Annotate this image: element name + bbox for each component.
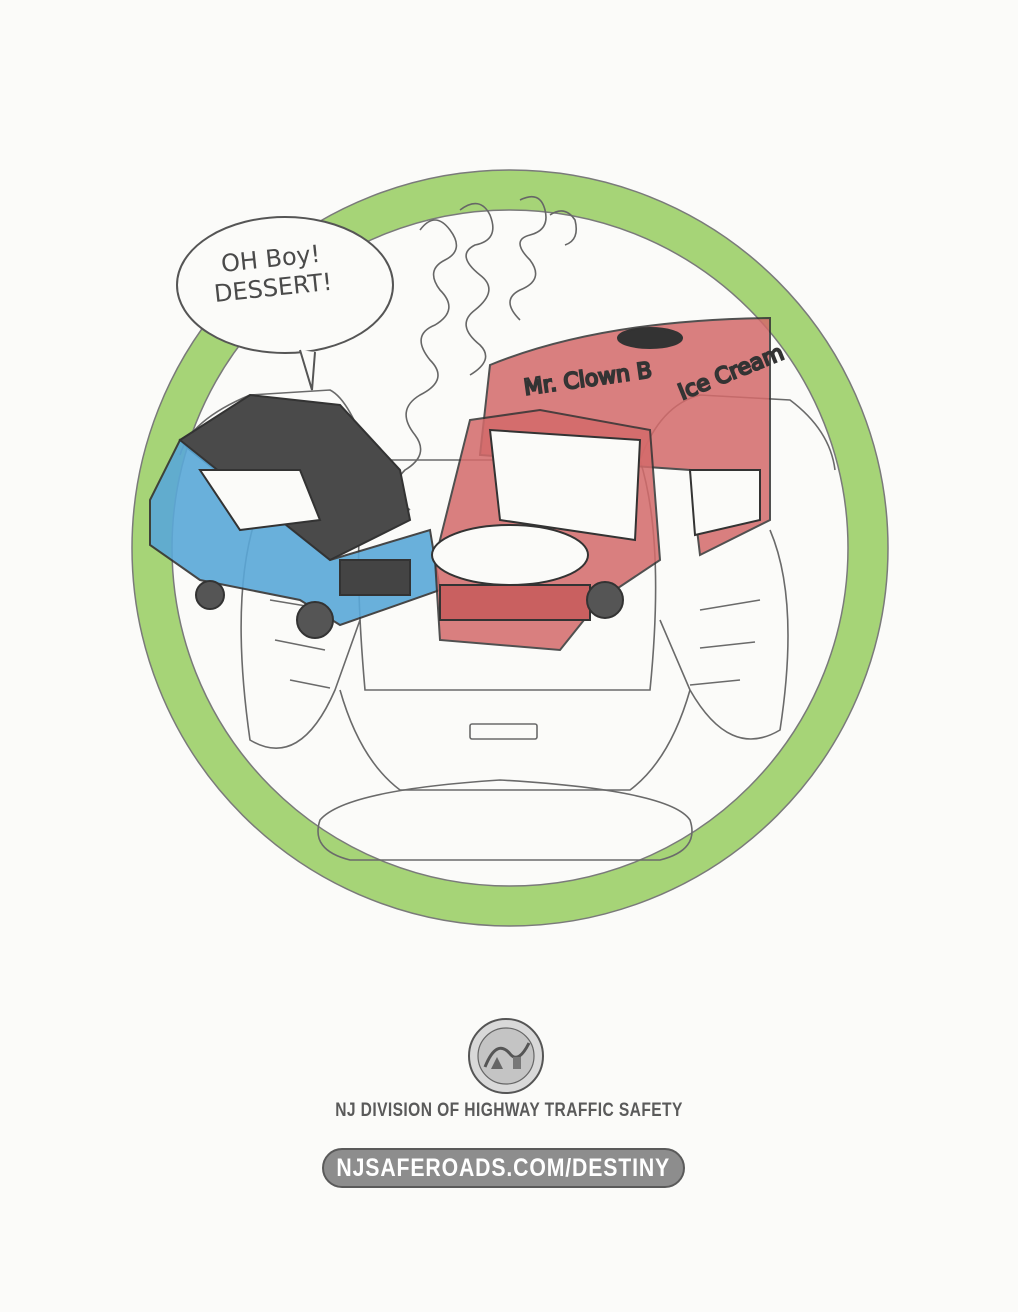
organization-name: NJ DIVISION OF HIGHWAY TRAFFIC SAFETY [335,1100,683,1121]
website-url: NJSAFEROADS.COM/DESTINY [336,1153,671,1182]
ice-cream-truck: Mr. Clown B Ice Cream [431,316,789,652]
blue-car [149,393,442,639]
steering-wheel-rim [132,170,888,926]
website-url-badge[interactable]: NJSAFEROADS.COM/DESTINY [322,1148,685,1188]
speech-bubble: OH Boy! DESSERT! [176,216,394,391]
smoke-scribble [395,195,578,511]
nj-highway-traffic-safety-seal-icon [468,1018,544,1094]
